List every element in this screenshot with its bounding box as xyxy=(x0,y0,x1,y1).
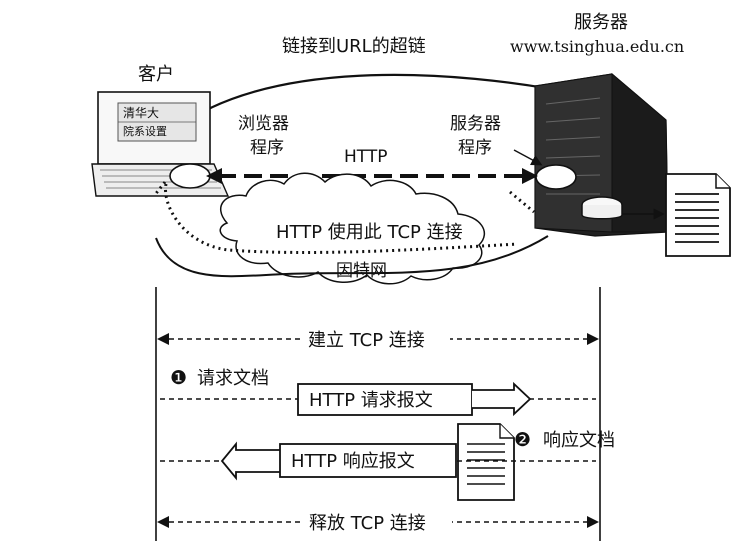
establish-tcp-right-arrow xyxy=(587,333,599,345)
browser-label-line1: 浏览器 xyxy=(238,114,289,134)
request-message-box xyxy=(297,383,473,416)
step1-marker: ❶ xyxy=(170,367,187,389)
lower-network-path xyxy=(155,235,549,278)
browser-program-node xyxy=(169,163,211,189)
response-message-box xyxy=(279,443,457,478)
server-machine xyxy=(534,72,669,237)
step1-label: 请求文档 xyxy=(197,368,269,389)
release-tcp-label-bg xyxy=(302,508,452,532)
monitor-text-line1: 清华大 xyxy=(123,106,159,120)
top-scene: 客户 链接到URL的超链 服务器 www.tsinghua.edu.cn 清华大… xyxy=(91,12,731,285)
http-label: HTTP xyxy=(344,147,388,167)
hyperlink-arc xyxy=(171,73,589,133)
response-message-label: HTTP 响应报文 xyxy=(291,451,415,472)
release-tcp-left-arrow xyxy=(157,516,169,528)
server-program-pointer xyxy=(513,149,543,166)
monitor-text-line2: 院系设置 xyxy=(123,124,167,138)
release-tcp-right-arrow xyxy=(587,516,599,528)
step2-marker: ❷ xyxy=(514,429,531,451)
http-left-arrowhead xyxy=(206,168,222,184)
client-label: 客户 xyxy=(138,64,174,85)
server-program-node xyxy=(535,164,577,190)
server-title: 服务器 xyxy=(574,12,628,33)
server-program-label-line1: 服务器 xyxy=(450,114,501,134)
client-computer: 清华大 院系设置 xyxy=(91,91,230,197)
step2-label: 响应文档 xyxy=(543,430,615,451)
sequence-diagram: 建立 TCP 连接 ❶ 请求文档 HTTP 请求报文 ❷ 响应文档 xyxy=(155,287,615,541)
tcp-dotted-right-branch xyxy=(509,190,535,214)
request-hollow-arrow xyxy=(472,381,532,417)
http-right-arrowhead xyxy=(522,168,538,184)
response-document-icon xyxy=(457,423,515,501)
hyperlink-label: 链接到URL的超链 xyxy=(282,36,426,57)
internet-cloud xyxy=(219,172,486,285)
server-program-label-line2: 程序 xyxy=(458,138,492,158)
request-message-label: HTTP 请求报文 xyxy=(309,390,433,411)
release-tcp-label: 释放 TCP 连接 xyxy=(309,513,426,534)
server-url: www.tsinghua.edu.cn xyxy=(510,37,684,56)
establish-tcp-label-bg xyxy=(300,325,450,349)
browser-label-line2: 程序 xyxy=(250,138,284,158)
server-document-icon xyxy=(665,173,731,257)
internet-label: 因特网 xyxy=(336,261,387,281)
establish-tcp-left-arrow xyxy=(157,333,169,345)
establish-tcp-label: 建立 TCP 连接 xyxy=(308,330,425,351)
cloud-label: HTTP 使用此 TCP 连接 xyxy=(276,222,463,243)
response-hollow-arrow xyxy=(220,441,280,481)
